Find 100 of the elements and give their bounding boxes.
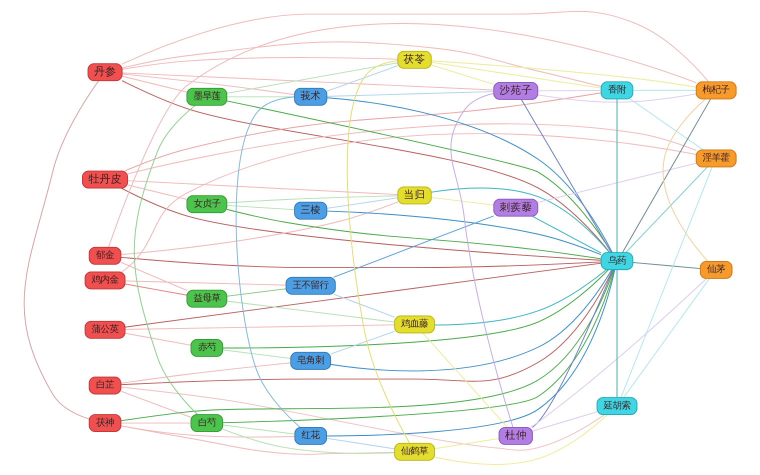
connector	[120, 424, 296, 437]
node-box: 红花	[294, 426, 327, 444]
connector	[333, 214, 494, 278]
connector	[120, 256, 602, 268]
connector	[124, 92, 602, 171]
connector	[120, 386, 606, 450]
node-box: 香附	[600, 80, 634, 99]
connector	[326, 96, 613, 252]
node-box: 仙鹤草	[394, 442, 435, 460]
node-box: 枸杞子	[696, 80, 737, 99]
connector	[620, 166, 713, 398]
connector	[326, 90, 494, 96]
node-box: 杜仲	[498, 426, 533, 444]
connector	[326, 196, 398, 208]
connector	[520, 98, 612, 252]
connector	[326, 64, 398, 92]
connector	[122, 75, 188, 92]
node-box: 三棱	[294, 201, 328, 220]
connector	[222, 268, 615, 423]
connector	[330, 330, 395, 354]
node-box: 仙茅	[700, 260, 732, 278]
connector	[127, 184, 188, 200]
connector	[622, 98, 712, 252]
connector	[434, 268, 607, 325]
connector	[430, 187, 610, 252]
connector	[222, 348, 292, 358]
connector	[122, 56, 398, 70]
connector	[537, 162, 696, 202]
node-box: 郁金	[88, 246, 122, 264]
node-box: 乌药	[600, 252, 634, 270]
connector	[532, 410, 598, 432]
connector	[127, 180, 398, 195]
connector	[134, 104, 198, 414]
connector	[530, 278, 707, 428]
connector	[326, 437, 395, 449]
connector	[625, 166, 708, 252]
node-box: 淫羊藿	[696, 149, 737, 167]
connector	[537, 92, 697, 102]
connector	[120, 261, 188, 290]
connector	[120, 362, 292, 384]
connector	[226, 300, 396, 322]
node-box: 当归	[397, 186, 432, 204]
node-box: 鸡血藤	[394, 315, 435, 333]
connector	[616, 98, 618, 252]
node-box: 白芍	[190, 414, 224, 432]
connector	[24, 80, 100, 420]
connector	[450, 92, 514, 428]
connector	[616, 268, 618, 398]
connector	[124, 324, 395, 330]
connector	[532, 215, 602, 253]
node-box: 墨旱莲	[186, 87, 228, 106]
connector	[623, 277, 710, 398]
connector	[434, 414, 608, 464]
node-box: 女贞子	[186, 194, 228, 213]
connector	[326, 210, 602, 255]
connector	[434, 438, 500, 449]
connector	[124, 262, 602, 328]
connector	[124, 283, 188, 296]
connector	[120, 268, 614, 385]
node-box: 益母草	[186, 289, 228, 308]
connector	[120, 187, 602, 260]
connector	[632, 262, 701, 269]
node-box: 白芷	[88, 376, 122, 394]
node-box: 赤芍	[190, 338, 224, 356]
connector	[430, 196, 494, 206]
connector	[122, 40, 602, 86]
connector	[334, 293, 395, 318]
connector	[122, 72, 494, 90]
connector	[120, 268, 614, 421]
node-box: 皂角刺	[290, 351, 332, 370]
connector	[120, 422, 192, 424]
node-box: 莪术	[294, 87, 328, 106]
connector	[124, 332, 192, 346]
node-box: 鸡内金	[84, 271, 126, 289]
connector	[108, 22, 697, 248]
node-box: 丹参	[88, 62, 122, 81]
node-box: 刺蒺藜	[493, 198, 538, 216]
connector	[330, 268, 612, 371]
connector	[226, 288, 286, 296]
connector	[226, 204, 295, 210]
connector	[430, 64, 494, 84]
connector	[127, 123, 697, 174]
connector	[122, 10, 710, 82]
connector	[226, 194, 398, 203]
connector	[226, 62, 398, 94]
connector	[422, 332, 508, 428]
connector	[430, 61, 602, 88]
connector	[662, 98, 708, 262]
node-box: 延胡索	[596, 396, 638, 414]
connector	[537, 90, 602, 91]
connector	[122, 72, 295, 95]
connector	[346, 60, 410, 444]
connector	[120, 390, 192, 418]
node-box: 牡丹皮	[82, 170, 128, 188]
node-box: 蒲公英	[84, 320, 126, 338]
connector	[630, 98, 704, 150]
connector	[430, 60, 697, 88]
connector	[222, 268, 609, 348]
connector	[222, 424, 296, 434]
connector	[236, 96, 301, 428]
